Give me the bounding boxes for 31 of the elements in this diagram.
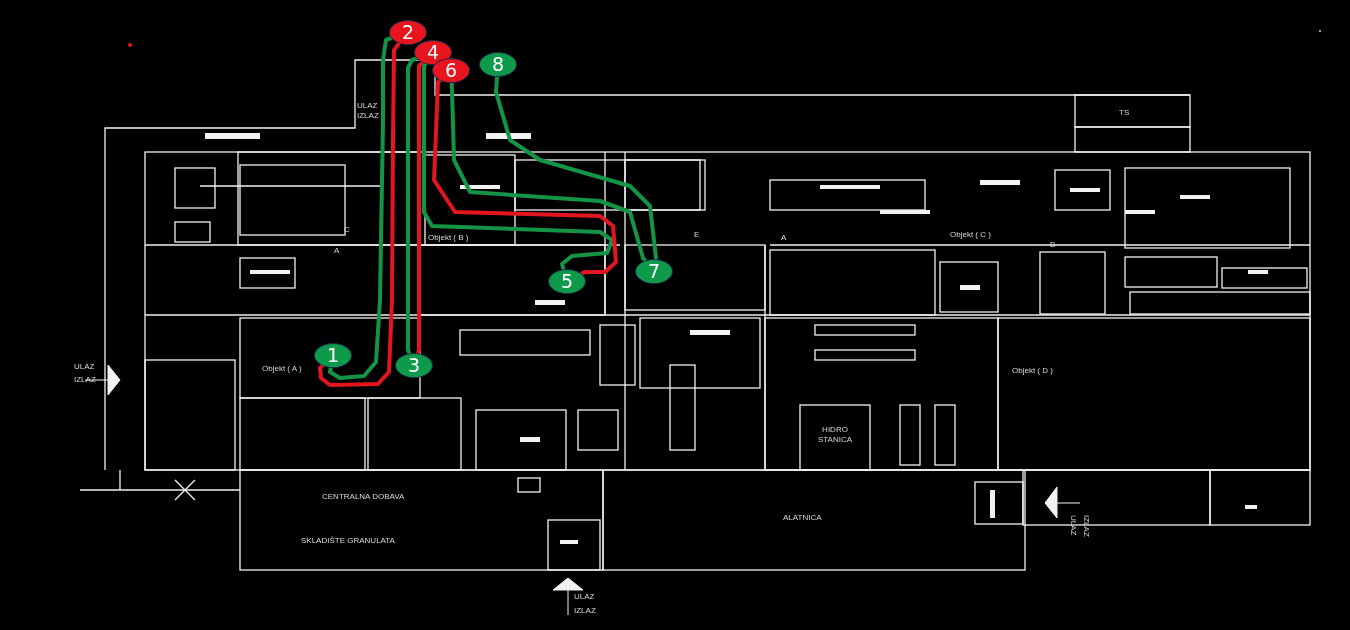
number-marker: 5 bbox=[548, 268, 586, 294]
route-line bbox=[494, 74, 658, 261]
number-marker: 3 bbox=[395, 352, 433, 378]
number-marker: 8 bbox=[479, 51, 517, 77]
plan-label: SKLADIŠTE GRANULATA bbox=[301, 536, 395, 546]
plan-label: Objekt ( C ) bbox=[950, 230, 991, 240]
plan-label: B bbox=[1050, 240, 1056, 250]
plan-label: Objekt ( A ) bbox=[262, 364, 302, 374]
plan-label: C bbox=[344, 225, 350, 235]
route-line bbox=[449, 80, 647, 263]
plan-label: IZLAZ bbox=[574, 606, 596, 616]
route-line bbox=[318, 41, 402, 387]
plan-label: Objekt ( B ) bbox=[428, 233, 469, 243]
plan-label: HIDRO STANICA bbox=[816, 425, 854, 445]
plan-label: Objekt ( D ) bbox=[1012, 366, 1053, 376]
plan-label: E bbox=[694, 230, 700, 240]
route-line bbox=[406, 56, 419, 355]
plan-label: A bbox=[334, 246, 340, 256]
plan-label: IZLAZ bbox=[357, 111, 379, 121]
route-line bbox=[328, 36, 394, 380]
number-marker: 7 bbox=[635, 258, 673, 284]
plan-label: ULAZ bbox=[574, 592, 595, 602]
plan-label: CENTRALNA DOBAVA bbox=[322, 492, 405, 502]
plan-label: TS bbox=[1119, 108, 1130, 118]
plan-label: A bbox=[781, 233, 787, 243]
plan-label: ALATNICA bbox=[783, 513, 822, 523]
plan-label: ULAZ bbox=[74, 362, 95, 372]
plan-label: ULAZ bbox=[357, 101, 378, 111]
number-marker: 2 bbox=[389, 19, 427, 45]
plan-label: ULAZ bbox=[1068, 515, 1078, 536]
number-marker: 1 bbox=[314, 342, 352, 368]
